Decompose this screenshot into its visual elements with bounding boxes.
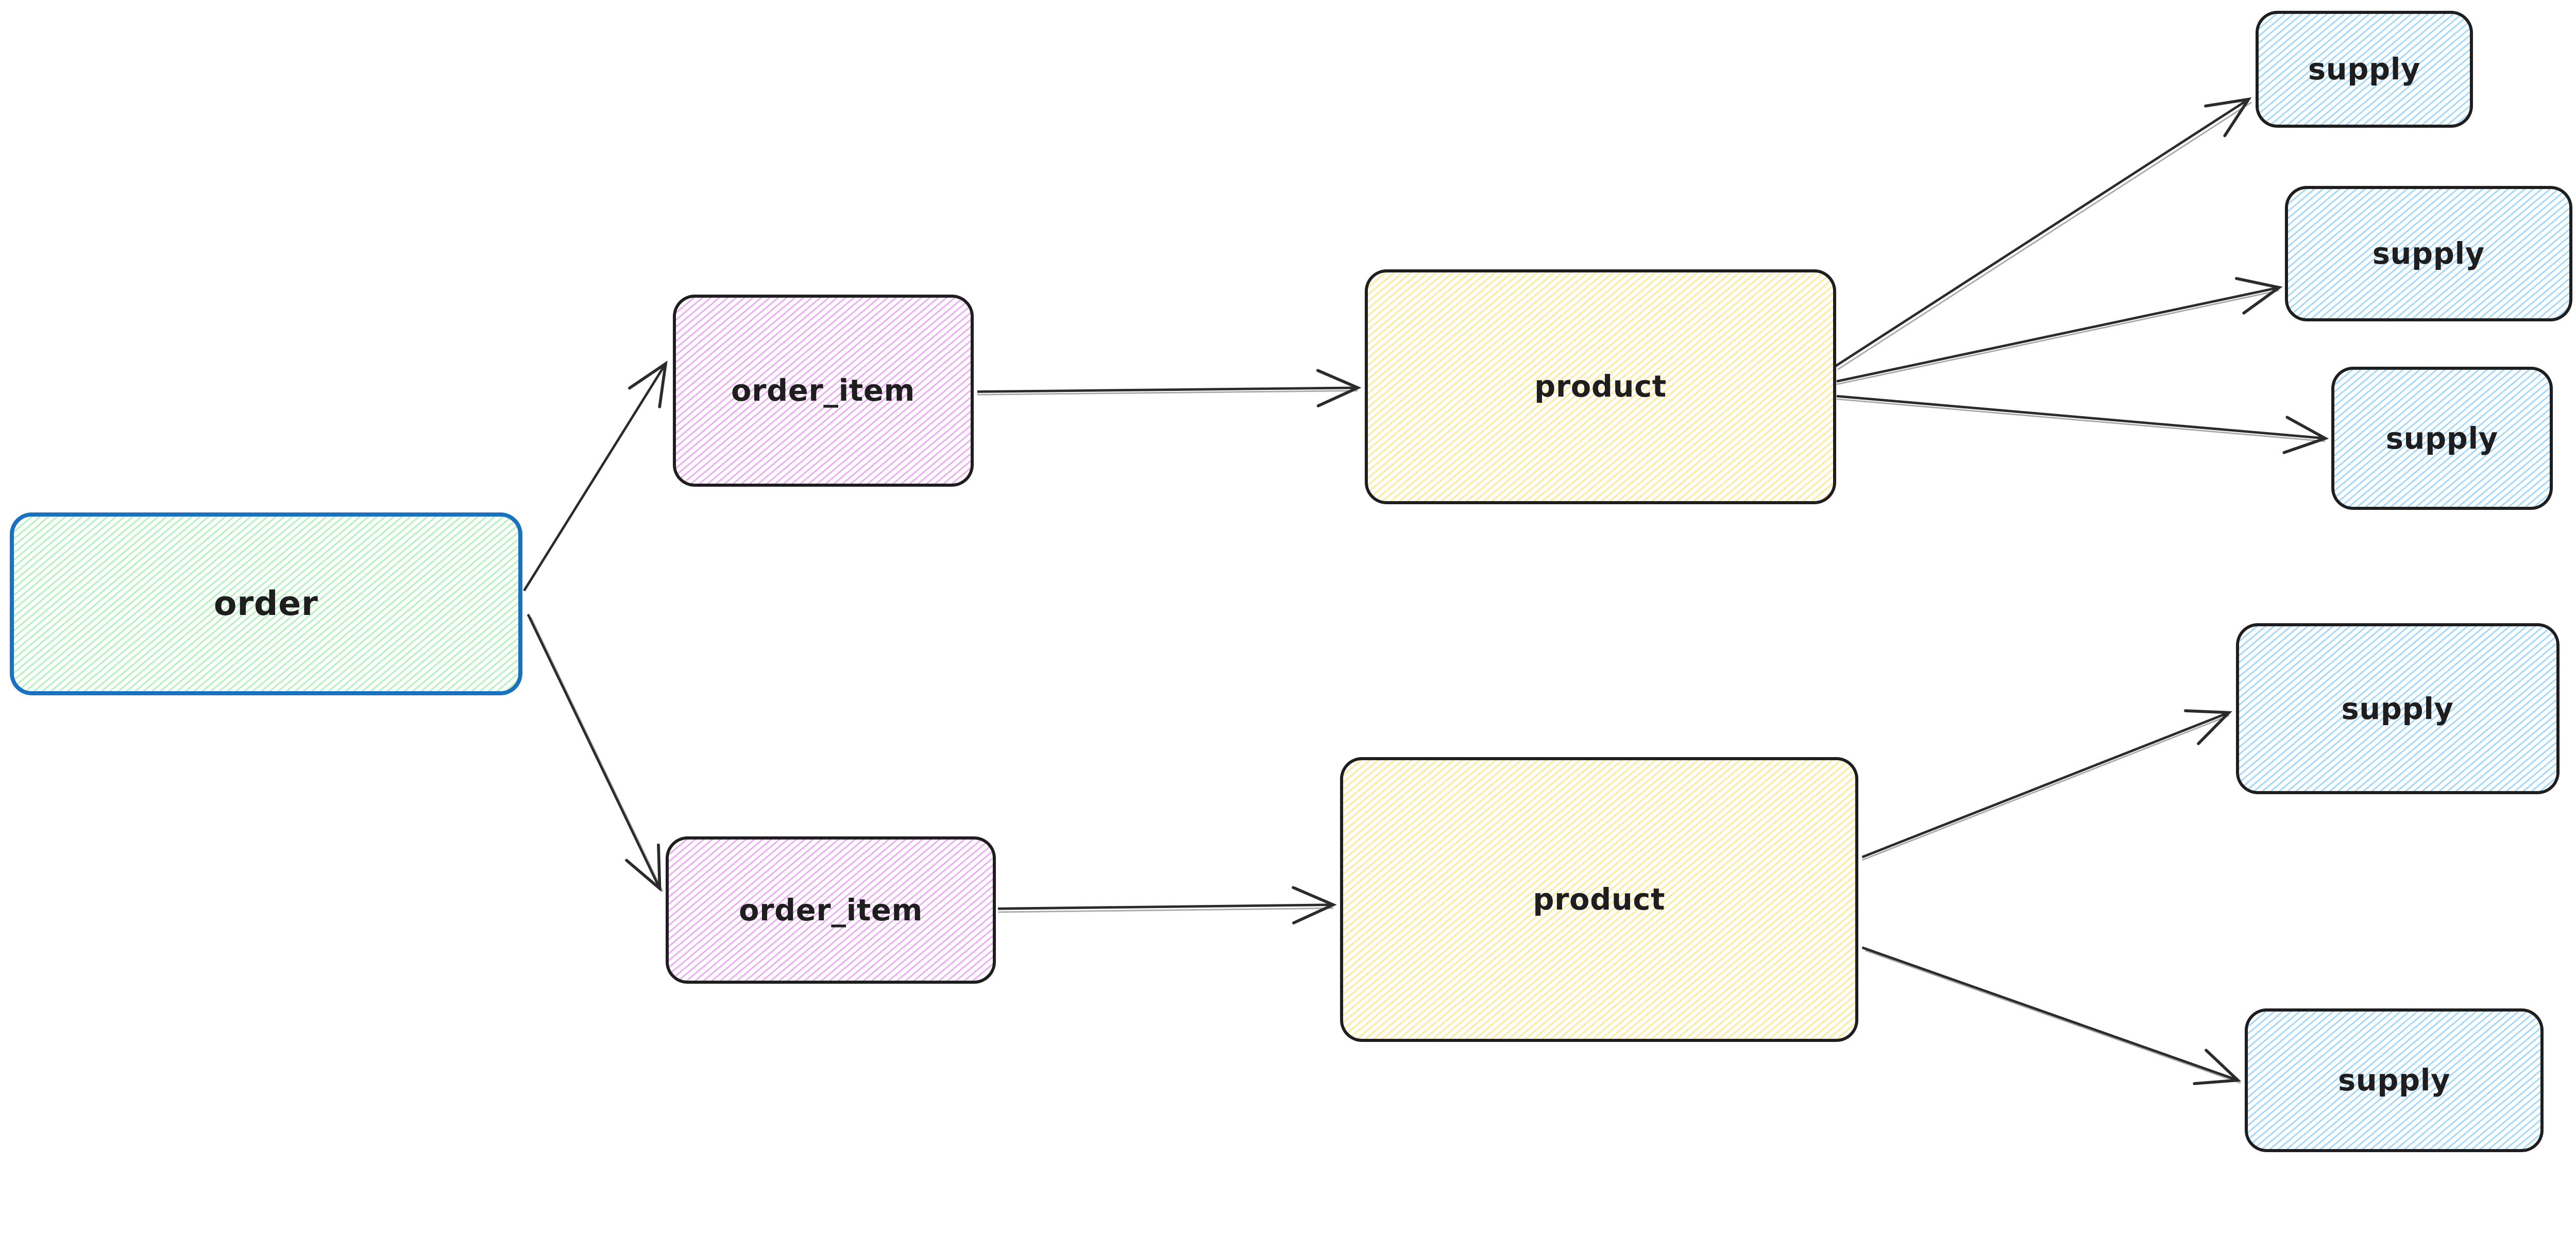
node-supply-1-label: supply: [2308, 52, 2421, 87]
arrow-order-to-order-item-bottom[interactable]: [527, 613, 664, 892]
node-order-item-top-label: order_item: [731, 373, 915, 408]
node-product-bottom[interactable]: product: [1340, 757, 1858, 1042]
node-supply-3-label: supply: [2385, 421, 2498, 456]
node-product-bottom-label: product: [1533, 882, 1666, 917]
arrow-product-top-to-supply-2[interactable]: [1836, 277, 2283, 385]
node-order-item-bottom-label: order_item: [739, 893, 923, 928]
edges-layer: [523, 97, 2329, 1085]
node-supply-2[interactable]: supply: [2285, 185, 2572, 322]
node-supply-5[interactable]: supply: [2245, 1008, 2544, 1152]
node-order-item-bottom[interactable]: order_item: [666, 836, 996, 984]
node-product-top-label: product: [1534, 369, 1667, 404]
node-supply-5-label: supply: [2337, 1063, 2451, 1098]
node-supply-4-label: supply: [2341, 691, 2454, 726]
diagram-canvas: order order_item order_item product prod…: [10, 11, 2572, 1152]
arrow-product-bottom-to-supply-5[interactable]: [1861, 946, 2242, 1085]
node-supply-4[interactable]: supply: [2235, 623, 2560, 795]
arrow-order-item-top-to-product-top[interactable]: [977, 369, 1362, 407]
node-supply-3[interactable]: supply: [2331, 366, 2553, 510]
node-order-label: order: [213, 585, 318, 624]
node-product-top[interactable]: product: [1365, 269, 1836, 505]
arrow-product-top-to-supply-3[interactable]: [1836, 395, 2329, 454]
arrow-order-to-order-item-top[interactable]: [523, 361, 668, 592]
node-order-item-top[interactable]: order_item: [672, 295, 974, 487]
arrow-product-top-to-supply-1[interactable]: [1834, 97, 2252, 370]
arrow-order-item-bottom-to-product-bottom[interactable]: [997, 886, 1337, 924]
node-supply-1[interactable]: supply: [2256, 11, 2473, 128]
arrow-product-bottom-to-supply-4[interactable]: [1861, 709, 2232, 861]
node-supply-2-label: supply: [2372, 236, 2485, 271]
node-order[interactable]: order: [10, 512, 522, 696]
